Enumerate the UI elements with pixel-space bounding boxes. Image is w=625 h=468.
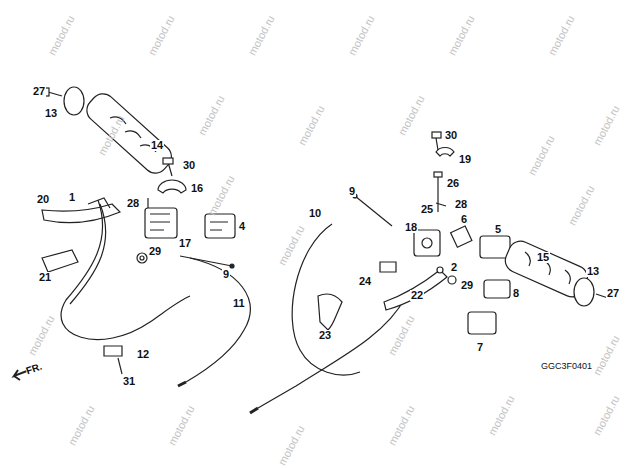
watermark: motod.ru: [297, 104, 327, 148]
callout-number: 31: [122, 376, 136, 387]
watermark: motod.ru: [207, 174, 237, 218]
callout-number: 30: [182, 160, 196, 171]
callout-number: 21: [38, 272, 52, 283]
callout-number: 20: [36, 194, 50, 205]
callout-number: 26: [446, 178, 460, 189]
callout-number: 22: [410, 290, 424, 301]
callout-number: 25: [420, 204, 434, 215]
watermark: motod.ru: [47, 14, 77, 58]
callout-number: 28: [454, 199, 468, 210]
watermark: motod.ru: [547, 14, 577, 58]
callout-number: 1: [68, 192, 76, 203]
callout-number: 9: [222, 269, 230, 280]
callout-number: 14: [150, 140, 164, 151]
watermark: motod.ru: [567, 184, 597, 228]
callout-number: 23: [318, 330, 332, 341]
callout-number: 16: [190, 183, 204, 194]
callout-number: 29: [460, 280, 474, 291]
callout-number: 24: [358, 276, 372, 287]
callout-number: 29: [148, 246, 162, 257]
callout-number: 15: [536, 252, 550, 263]
watermark: motod.ru: [447, 14, 477, 58]
callout-number: 27: [32, 86, 46, 97]
callout-number: 17: [178, 238, 192, 249]
callout-number: 11: [232, 298, 246, 309]
callout-number: 13: [586, 266, 600, 277]
watermark: motod.ru: [387, 404, 417, 448]
callout-number: 10: [308, 208, 322, 219]
callout-number: 27: [606, 288, 620, 299]
watermark: motod.ru: [592, 394, 622, 438]
callout-number: 30: [444, 130, 458, 141]
watermark: motod.ru: [147, 14, 177, 58]
callout-number: 13: [44, 108, 58, 119]
callout-number: 6: [460, 214, 468, 225]
callout-number: 5: [494, 224, 502, 235]
watermark: motod.ru: [592, 334, 622, 378]
watermark: motod.ru: [167, 404, 197, 448]
watermark: motod.ru: [277, 224, 307, 268]
callout-number: 8: [512, 288, 520, 299]
watermark: motod.ru: [347, 14, 377, 58]
watermark: motod.ru: [197, 94, 227, 138]
callout-number: 19: [458, 154, 472, 165]
callout-number: 4: [238, 221, 246, 232]
watermark: motod.ru: [277, 424, 307, 468]
watermark: motod.ru: [247, 14, 277, 58]
direction-label: FR.: [25, 362, 44, 377]
watermark: motod.ru: [592, 104, 622, 148]
callout-number: 9: [348, 186, 356, 197]
diagram-code: GGC3F0401: [540, 362, 593, 371]
watermark: motod.ru: [27, 314, 57, 358]
watermark: motod.ru: [527, 134, 557, 178]
callout-number: 18: [404, 222, 418, 233]
callout-number: 2: [450, 262, 458, 273]
watermark: motod.ru: [397, 94, 427, 138]
watermark: motod.ru: [487, 394, 517, 438]
watermark: motod.ru: [67, 404, 97, 448]
callout-number: 7: [476, 342, 484, 353]
callout-number: 12: [136, 349, 150, 360]
callout-number: 28: [126, 198, 140, 209]
watermark: motod.ru: [387, 314, 417, 358]
